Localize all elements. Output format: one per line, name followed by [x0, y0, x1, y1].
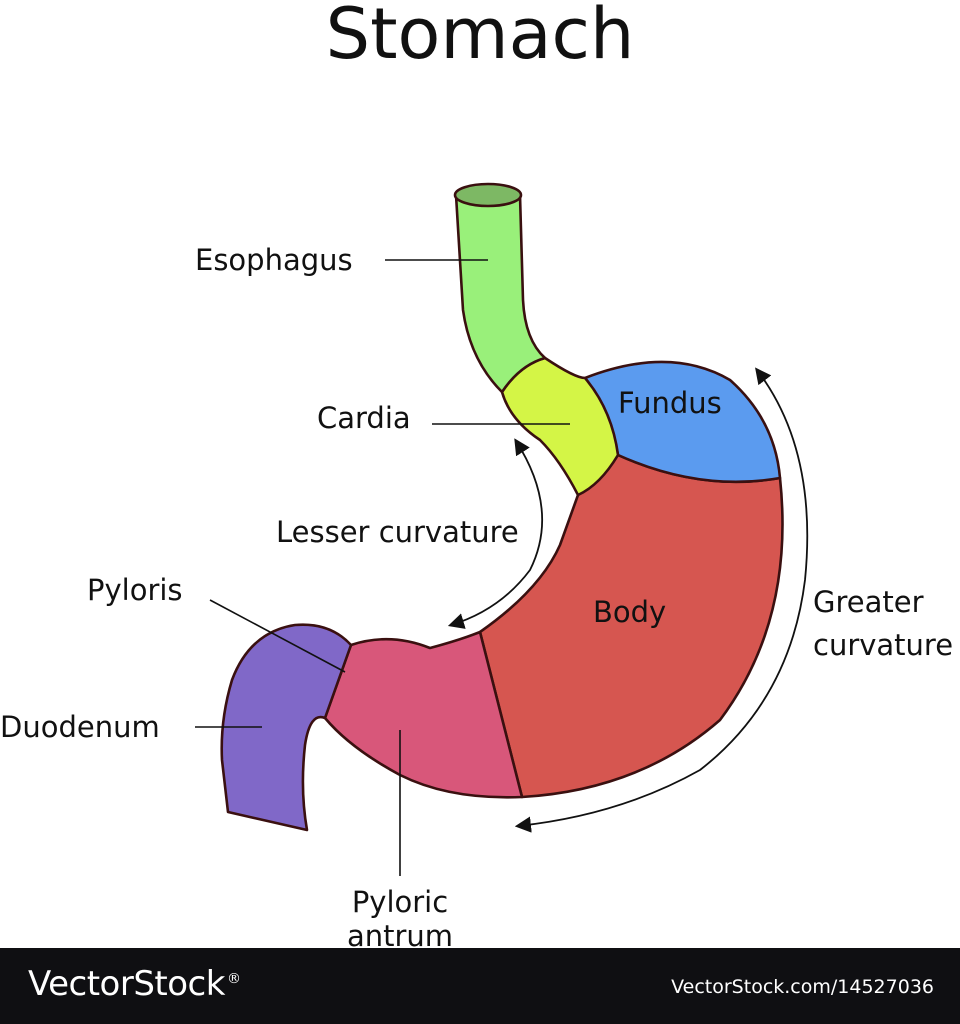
label-pyloric-antrum-line2: antrum — [347, 919, 453, 953]
label-greater-curvature-line1: Greater — [813, 585, 924, 619]
greater-curvature-arrow — [514, 367, 809, 833]
pyloris-leader — [209, 599, 346, 673]
esophagus-opening — [453, 182, 523, 208]
brand-registered-mark: ® — [226, 970, 241, 987]
esophagus-region — [454, 193, 547, 394]
label-duodenum: Duodenum — [0, 710, 160, 744]
label-lesser-curvature: Lesser curvature — [276, 515, 519, 549]
image-reference: VectorStock.com/14527036 — [671, 976, 934, 998]
pyloric-antrum-region — [323, 630, 524, 799]
label-body: Body — [593, 595, 666, 629]
label-greater-curvature-line2: curvature — [813, 628, 953, 662]
label-cardia: Cardia — [317, 401, 411, 435]
label-esophagus: Esophagus — [195, 243, 353, 277]
page-title: Stomach — [326, 0, 635, 75]
label-fundus: Fundus — [618, 386, 722, 420]
brand-name: VectorStock — [28, 964, 225, 1004]
watermark-footer: VectorStock® VectorStock.com/14527036 — [0, 948, 960, 1024]
brand-logo: VectorStock® — [28, 964, 241, 1004]
label-pyloris: Pyloris — [87, 573, 183, 607]
label-pyloric-antrum-line1: Pyloric — [352, 885, 448, 919]
duodenum-region — [220, 623, 353, 832]
